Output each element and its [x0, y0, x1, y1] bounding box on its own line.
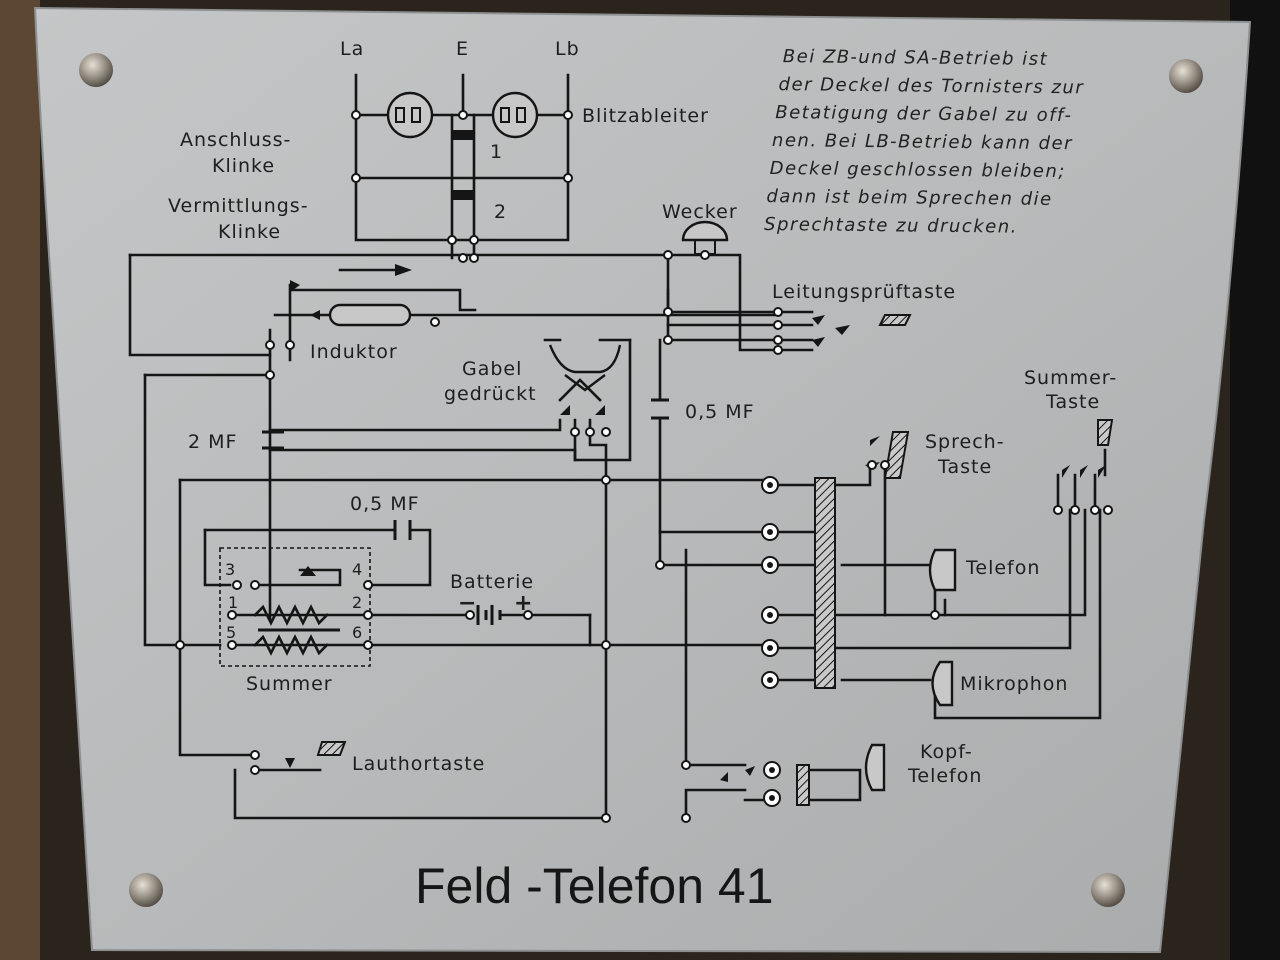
- terminal-e: E: [456, 38, 469, 60]
- battery-minus: −: [458, 591, 477, 616]
- label-kopf-telefon-2: Telefon: [907, 765, 982, 787]
- mikrophon-icon: [931, 660, 954, 707]
- note-line: Sprechtaste zu drucken.: [764, 214, 1018, 238]
- battery-plus: +: [514, 591, 533, 616]
- label-capacitor-05-b: 0,5 MF: [350, 493, 420, 515]
- label-lauthortaste: Lauthortaste: [352, 753, 485, 775]
- note-line: dann ist beim Sprechen die: [766, 186, 1052, 210]
- summer-terminal-4: 4: [352, 560, 363, 579]
- summer-terminal-2: 2: [352, 593, 363, 612]
- klinke-contact: [453, 130, 475, 140]
- jack-strip: [814, 477, 836, 689]
- summer-terminal-1: 1: [228, 593, 239, 612]
- label-vermittlungs-klinke-1: Vermittlungs-: [168, 195, 309, 217]
- instruction-note: Bei ZB-und SA-Betrieb ist der Deckel des…: [764, 46, 1084, 238]
- leitungspruef-key: [878, 314, 912, 326]
- summer-terminal-3: 3: [225, 560, 236, 579]
- screw-icon: [1169, 59, 1203, 93]
- note-line: der Deckel des Tornisters zur: [778, 74, 1084, 98]
- wiring: [128, 73, 1107, 822]
- screw-icon: [79, 53, 113, 87]
- label-mikrophon: Mikrophon: [960, 673, 1068, 695]
- label-kopf-telefon-1: Kopf-: [920, 741, 973, 763]
- label-anschluss-klinke-2: Klinke: [212, 155, 275, 177]
- plate-title: Feld -Telefon 41: [415, 858, 774, 914]
- case-wood-edge: [0, 0, 40, 960]
- induktor-coil: [328, 303, 412, 327]
- label-anschluss-klinke-1: Anschluss-: [180, 129, 291, 151]
- label-capacitor-2: 2 MF: [188, 431, 237, 453]
- label-vermittlungs-klinke-2: Klinke: [218, 221, 281, 243]
- label-summer: Summer: [246, 673, 333, 695]
- label-contact-2: 2: [494, 201, 507, 223]
- terminal-la: La: [340, 38, 364, 60]
- label-summer-taste-1: Summer-: [1024, 367, 1117, 389]
- label-sprech-taste-1: Sprech-: [925, 431, 1005, 453]
- note-line: Deckel geschlossen bleiben;: [770, 158, 1066, 182]
- telefon-receiver-icon: [928, 548, 957, 592]
- label-batterie: Batterie: [450, 571, 534, 593]
- screw-icon: [1091, 873, 1125, 907]
- summer-terminal-5: 5: [226, 623, 237, 642]
- label-sprech-taste-2: Taste: [937, 456, 992, 478]
- kopf-jack-strip: [796, 764, 810, 806]
- label-telefon: Telefon: [965, 557, 1040, 579]
- lauthortaste-key: [316, 741, 347, 756]
- label-contact-1: 1: [490, 141, 503, 163]
- screw-icons: [79, 53, 1203, 907]
- label-blitzableiter: Blitzableiter: [582, 105, 709, 127]
- junction-nodes: [175, 110, 1113, 823]
- label-gabel-1: Gabel: [462, 358, 522, 380]
- label-leitungsprueftaste: Leitungsprüftaste: [772, 281, 956, 303]
- summer-box: [219, 547, 371, 667]
- screw-icon: [129, 873, 163, 907]
- note-line: nen. Bei LB-Betrieb kann der: [772, 130, 1073, 154]
- kopf-telefon-icon: [864, 743, 886, 792]
- label-gabel-2: gedrückt: [444, 383, 537, 405]
- lightning-arrester: [386, 91, 539, 139]
- gabel-hook: [548, 344, 622, 374]
- capacitor: [262, 398, 669, 625]
- label-induktor: Induktor: [310, 341, 398, 363]
- note-line: Betatigung der Gabel zu off-: [775, 102, 1072, 126]
- klinke-contact: [453, 190, 475, 200]
- jack-sockets: [761, 476, 781, 807]
- summer-terminal-6: 6: [352, 623, 363, 642]
- label-wecker: Wecker: [662, 201, 738, 223]
- terminal-lb: Lb: [555, 38, 580, 60]
- bell-icon: [681, 220, 729, 242]
- label-capacitor-05-a: 0,5 MF: [685, 401, 755, 423]
- summer-taste-key: [1097, 419, 1114, 446]
- note-line: Bei ZB-und SA-Betrieb ist: [783, 46, 1048, 70]
- label-summer-taste-2: Taste: [1045, 391, 1100, 413]
